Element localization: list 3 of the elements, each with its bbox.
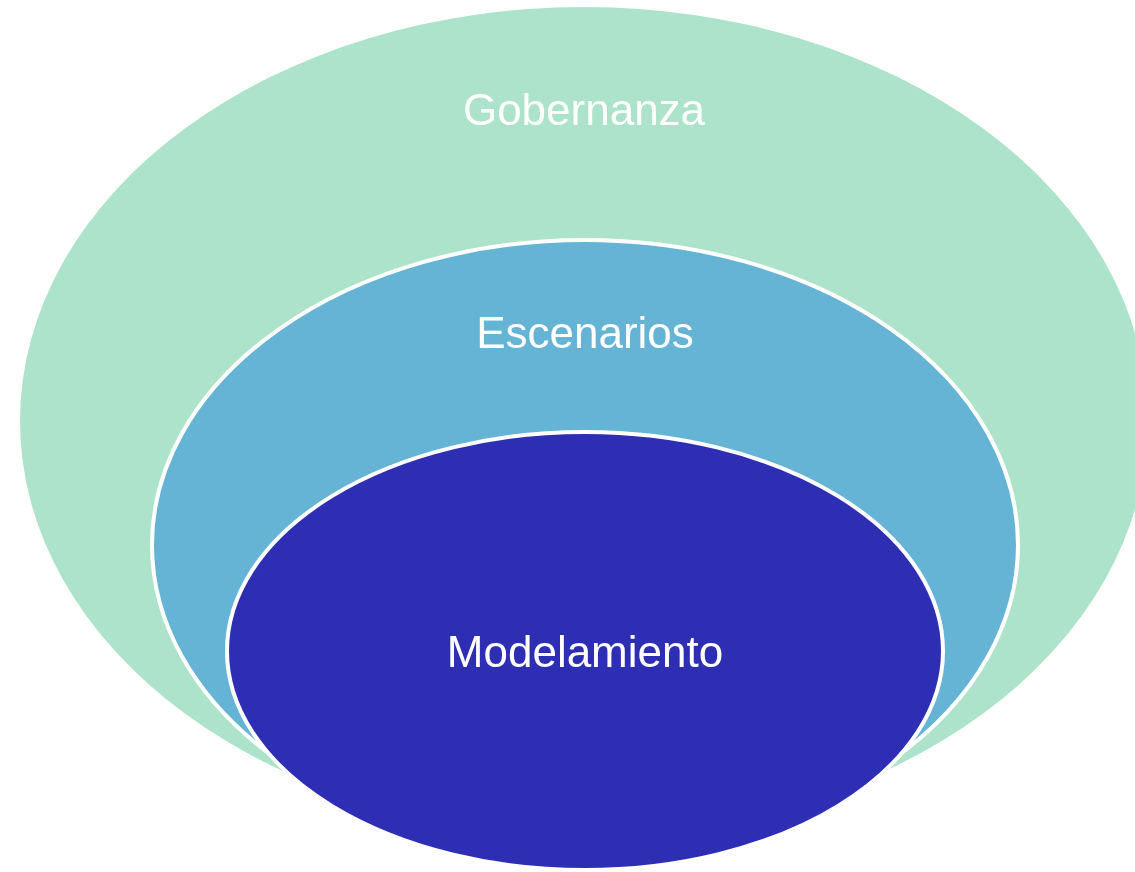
band-label: Modelamiento (446, 627, 724, 676)
band-label: Escenarios (476, 308, 694, 357)
band-label: Gobernanza (462, 85, 706, 134)
